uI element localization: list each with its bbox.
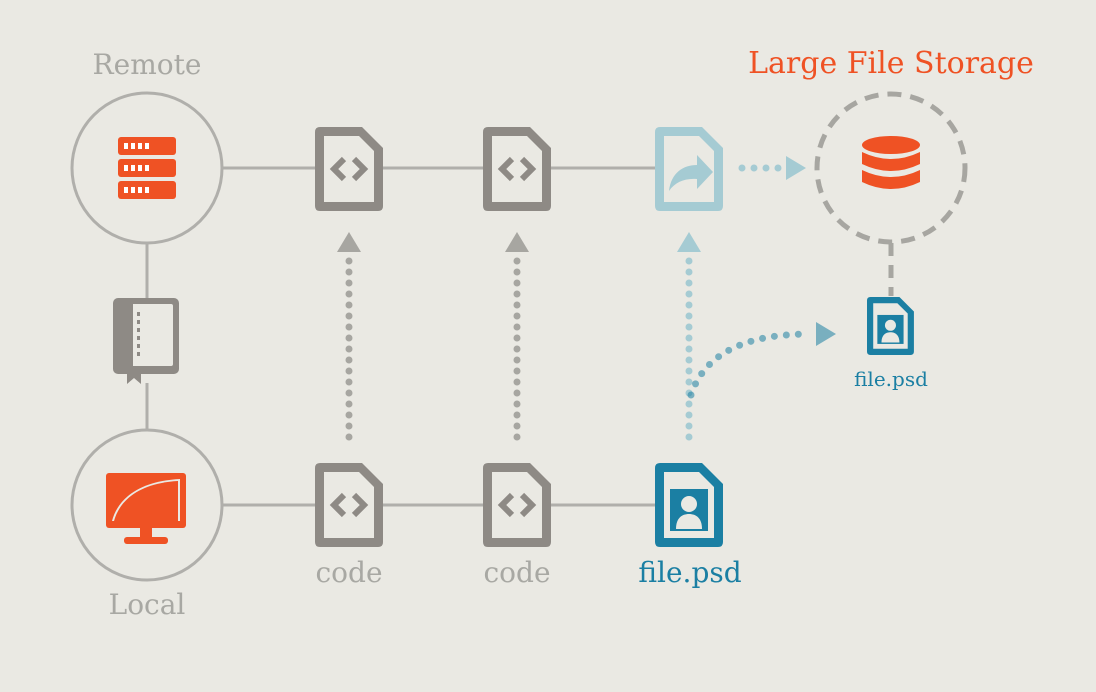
pointer-push-arrow	[677, 232, 701, 441]
code-file-icon	[483, 127, 551, 211]
push-arrow	[505, 232, 529, 441]
local-node	[70, 428, 224, 582]
code-file-icon	[483, 463, 551, 547]
repository-book-icon	[113, 298, 179, 384]
code-file-icon	[315, 127, 383, 211]
file-psd-label: file.psd	[638, 556, 742, 589]
lfs-title: Large File Storage	[748, 46, 1034, 81]
local-label: Local	[108, 588, 186, 621]
code-label-1: code	[315, 556, 383, 589]
lfs-upload-arrow	[738, 156, 806, 180]
image-file-icon	[867, 297, 914, 355]
remote-node	[70, 91, 224, 245]
pointer-file-share-icon	[655, 127, 723, 211]
connector-lines	[145, 166, 655, 507]
code-label-2: code	[483, 556, 551, 589]
server-stack-icon	[118, 137, 176, 199]
database-icon	[862, 136, 920, 189]
push-arrow	[337, 232, 361, 441]
lfs-node	[814, 91, 968, 296]
lfs-file-psd-label: file.psd	[854, 367, 928, 391]
desktop-monitor-icon	[106, 473, 186, 544]
image-file-icon	[655, 463, 723, 547]
remote-label: Remote	[92, 48, 202, 81]
code-file-icon	[315, 463, 383, 547]
file-to-lfs-arrow	[687, 322, 836, 399]
